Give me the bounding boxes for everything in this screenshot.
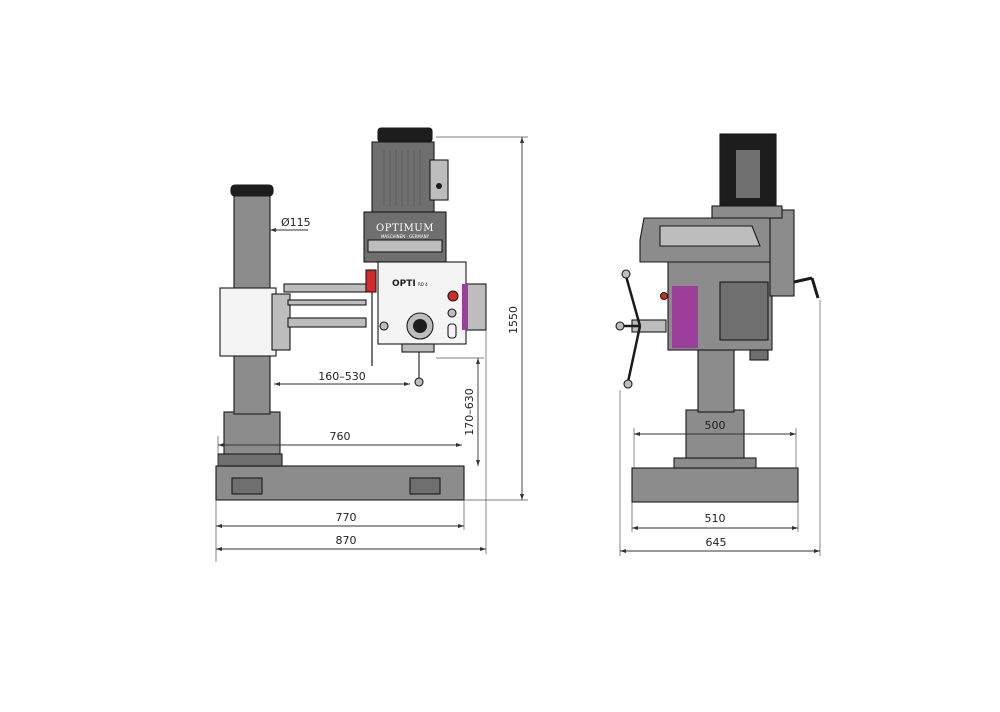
head-label: OPTI xyxy=(392,279,416,289)
front-view-machine: OPTIMUM MASCHINEN · GERMANY OPTI RD 4 xyxy=(215,127,487,501)
front-base-slot-left xyxy=(231,477,263,495)
side-view-machine xyxy=(615,133,820,503)
side-purple-trim xyxy=(672,286,698,348)
brand-label: OPTIMUM xyxy=(376,223,434,234)
side-head-panel xyxy=(719,281,769,341)
column-cap xyxy=(230,184,274,197)
terminal-dot xyxy=(436,183,442,189)
side-motor-flange xyxy=(711,205,783,219)
dim-arm-reach: 160–530 xyxy=(318,370,366,383)
radial-arm-rail xyxy=(287,299,367,306)
head-sub-label: RD 4 xyxy=(418,282,428,287)
motor-body xyxy=(371,141,435,213)
motor-top xyxy=(377,127,433,143)
feed-lever-knob xyxy=(414,377,424,387)
side-gear-box xyxy=(769,209,795,297)
dim-overall-width: 645 xyxy=(706,536,727,549)
side-red-button xyxy=(659,291,669,301)
terminal-box xyxy=(429,159,449,201)
side-base-step xyxy=(673,457,757,469)
feed-hub-inner xyxy=(413,319,427,333)
dim-overall-depth: 870 xyxy=(336,534,357,547)
side-upper-ridge xyxy=(659,225,761,247)
radial-arm-bottom xyxy=(287,317,367,328)
drilling-head-side xyxy=(465,283,487,331)
side-column xyxy=(697,349,735,413)
front-base-slot-right xyxy=(409,477,441,495)
dim-base-upper-width: 500 xyxy=(705,419,726,432)
dim-base-length: 770 xyxy=(336,511,357,524)
front-view-dimensions: Ø115 160–530 760 170–630 1550 770 xyxy=(215,136,528,562)
column-foot-flange xyxy=(217,453,283,467)
emergency-button xyxy=(447,290,459,302)
side-lever xyxy=(793,276,813,284)
purple-trim xyxy=(462,284,468,330)
arm-sleeve-collar xyxy=(271,293,291,351)
side-head-foot xyxy=(749,349,769,361)
arm-sleeve xyxy=(219,287,277,357)
small-knob xyxy=(379,321,389,331)
dim-arm-length: 760 xyxy=(330,430,351,443)
gear-head xyxy=(363,211,447,263)
gear-head-band xyxy=(367,239,443,253)
dim-base-width: 510 xyxy=(705,512,726,525)
side-base-plate xyxy=(631,467,799,503)
star-handwheel xyxy=(615,269,667,389)
selector-knob xyxy=(447,308,457,318)
motor-fins xyxy=(383,150,421,206)
side-view-dimensions: 500 510 645 xyxy=(619,300,821,556)
spindle-nose xyxy=(401,343,435,353)
red-switch xyxy=(365,269,377,293)
dim-spindle-table: 170–630 xyxy=(463,388,476,436)
radial-arm-top xyxy=(283,283,367,293)
side-motor-window xyxy=(736,150,760,198)
dim-column-diameter: Ø115 xyxy=(281,216,311,229)
dim-overall-height: 1550 xyxy=(507,306,520,334)
brand-sub-label: MASCHINEN · GERMANY xyxy=(381,234,430,239)
selector-slot xyxy=(447,323,457,339)
